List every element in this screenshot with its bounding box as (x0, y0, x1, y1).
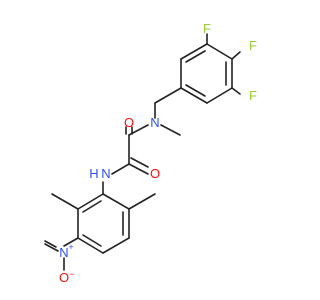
bond-ring-ch2 (154, 87, 182, 104)
bond-c-f-low (231, 87, 241, 95)
fluorine-mid-label: F (249, 38, 257, 53)
bond (185, 84, 206, 97)
amide-oxygen-upper-label: O (124, 115, 134, 130)
molecule-structure: F F F N O O H N N + O − (44, 21, 257, 285)
nitro-plus-charge: + (68, 242, 73, 252)
bond (180, 43, 208, 60)
bond (206, 43, 233, 60)
bond-n-o-double-2 (44, 243, 59, 252)
bond (82, 234, 102, 247)
molecule-diagram: F F F N O O H N N + O − (44, 21, 257, 285)
trifluorophenyl-ring (180, 43, 233, 104)
nitro-minus-charge: − (69, 269, 74, 279)
bond-ortho-methyl-right (128, 193, 156, 210)
nitro-oxygen-label: O (59, 270, 69, 285)
bond-ortho-methyl-left (51, 193, 79, 210)
bond-c-o-lower-2 (130, 157, 149, 168)
bond (77, 237, 104, 254)
bond (180, 87, 208, 104)
dimethylnitrophenyl-ring (77, 193, 130, 254)
bond-c-f-mid (231, 51, 241, 60)
fluorine-top-label: F (203, 21, 211, 36)
bond (185, 50, 206, 63)
bond-n-methyl (160, 124, 181, 136)
nitro-nitrogen-label: N (59, 245, 68, 260)
nh-nitrogen-label: N (101, 166, 110, 181)
bond (102, 193, 130, 210)
bond-n-o-double (44, 240, 57, 248)
amide-nitrogen-label: N (150, 115, 159, 130)
bond (102, 237, 130, 254)
nh-hydrogen-label: H (89, 166, 98, 181)
bond (206, 87, 233, 104)
bond (82, 200, 102, 213)
bond-carbonyl-nh (111, 163, 130, 175)
fluorine-low-label: F (249, 88, 257, 103)
bond-ring-nitro (63, 237, 79, 247)
amide-oxygen-lower-label: O (150, 166, 160, 181)
bond (77, 193, 104, 210)
bond-c-o-lower (128, 163, 149, 175)
